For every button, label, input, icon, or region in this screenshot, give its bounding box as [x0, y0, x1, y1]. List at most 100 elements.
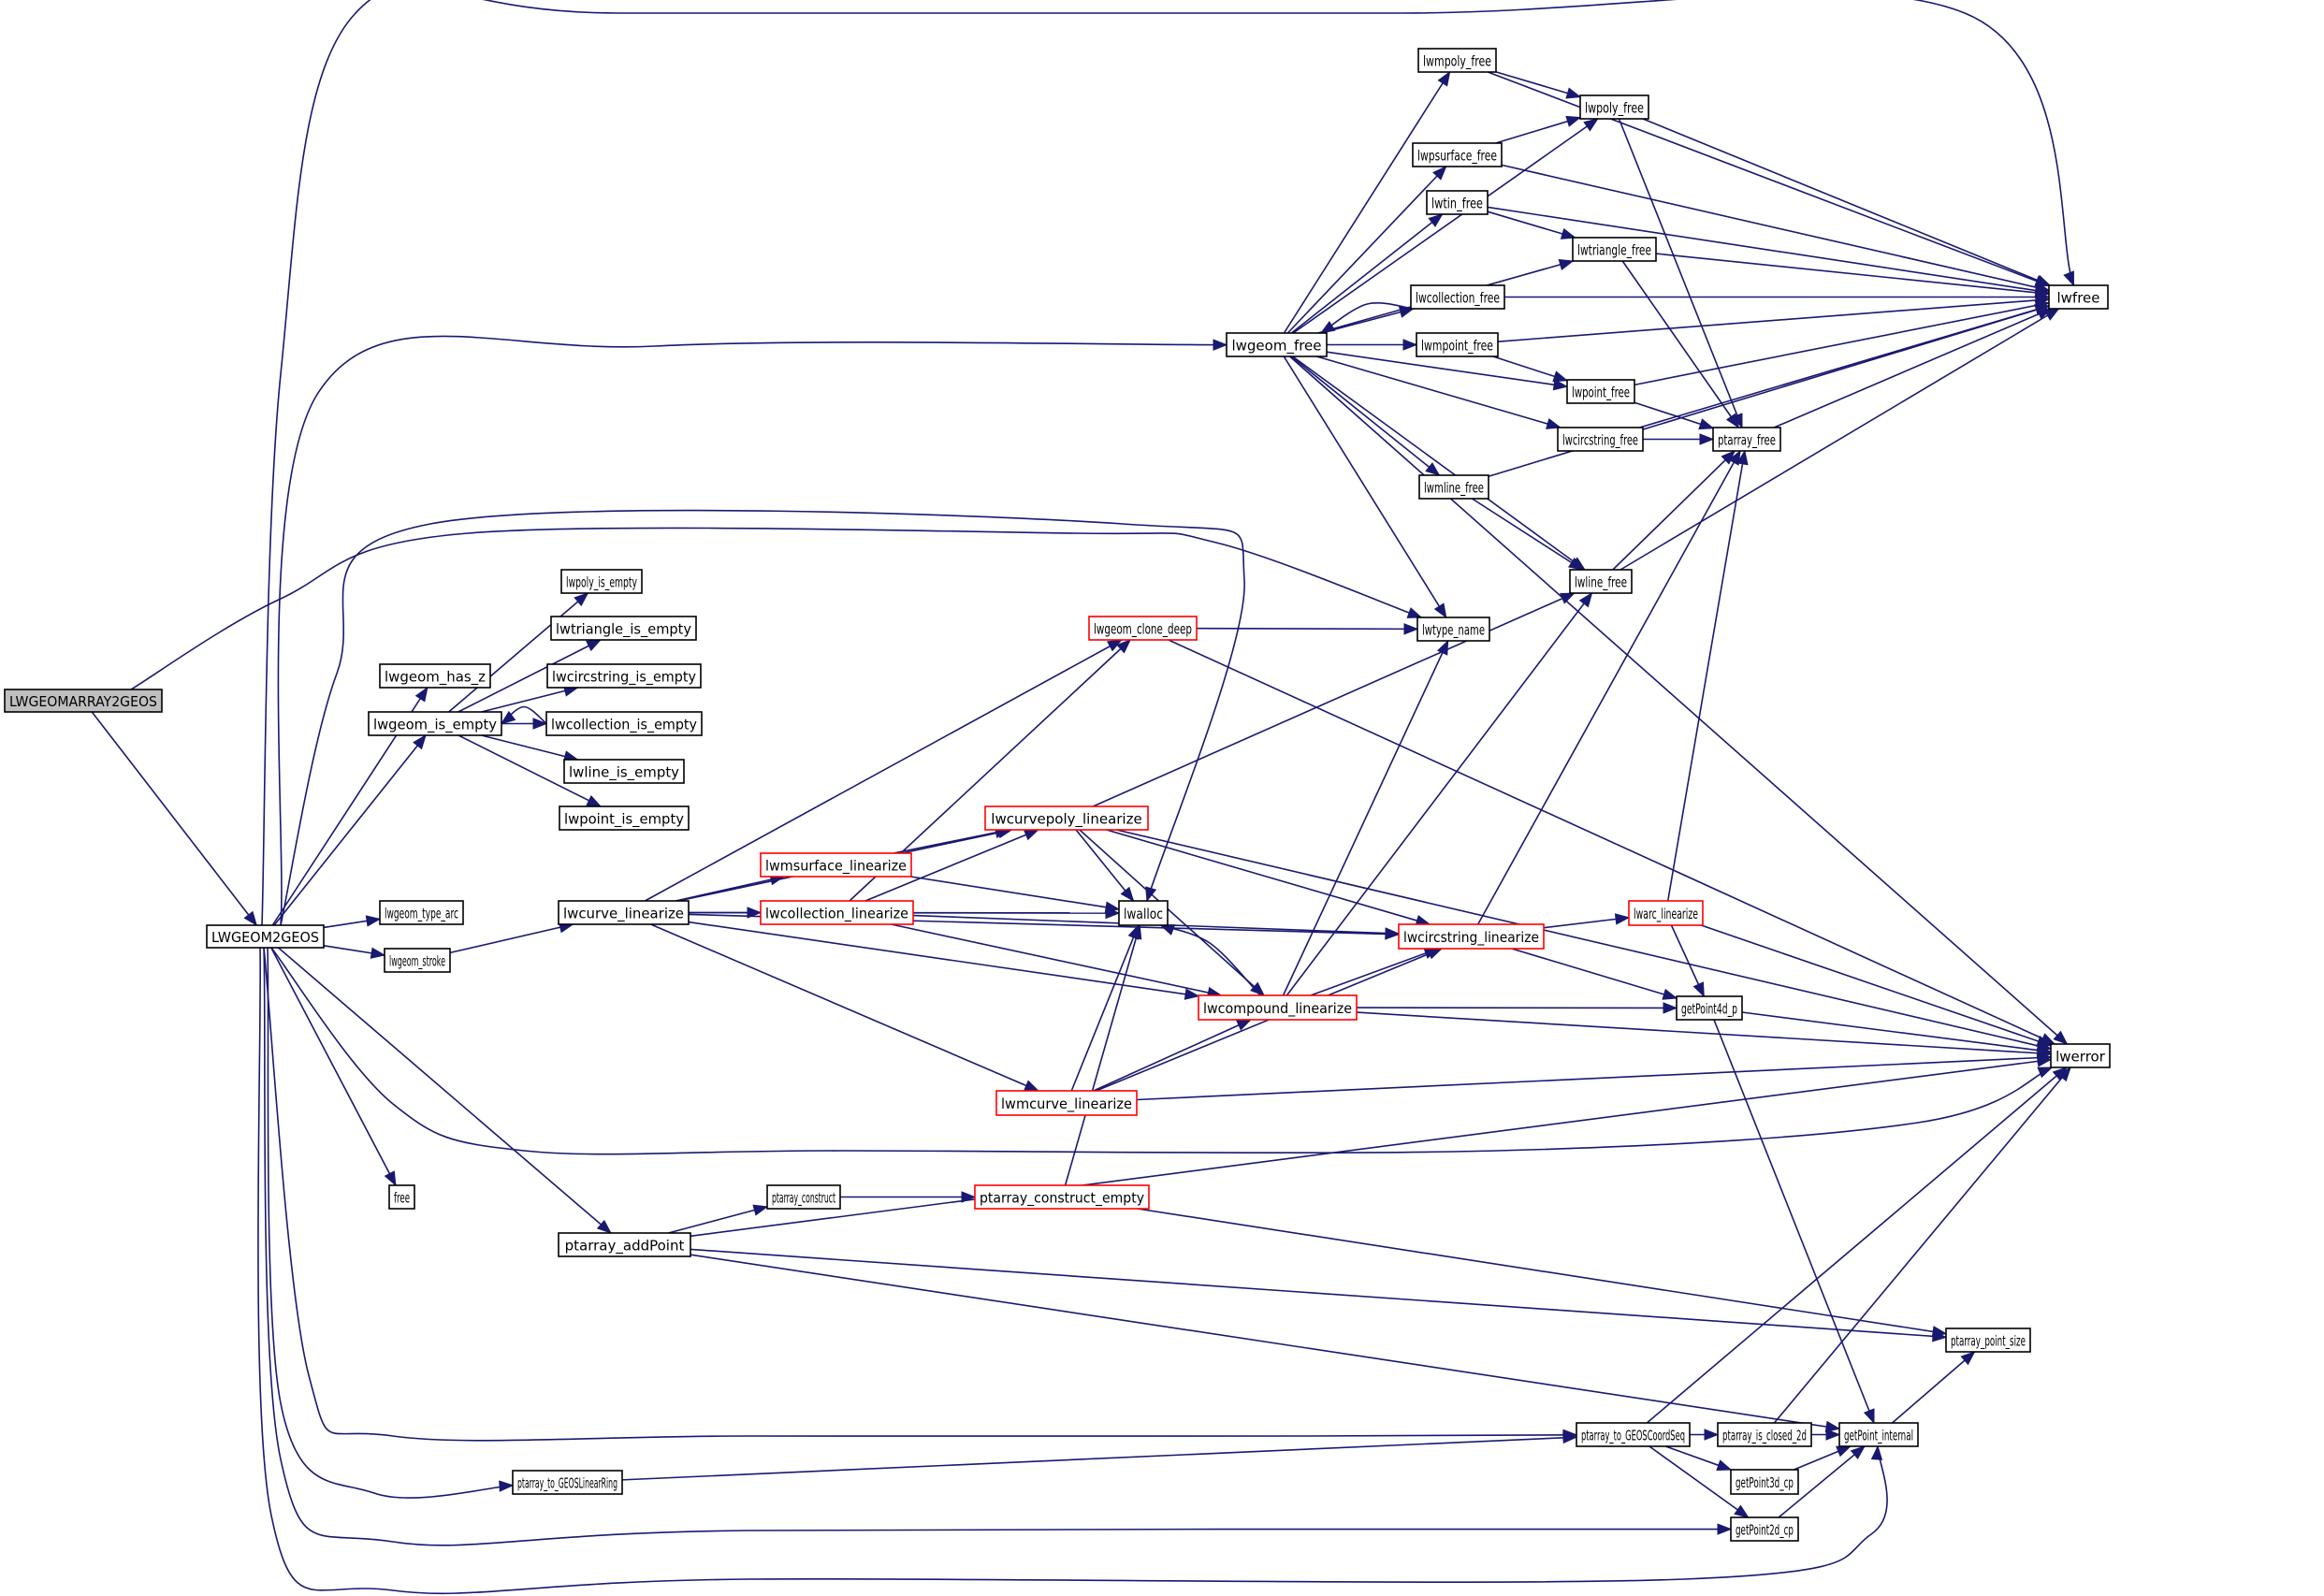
- node-lwgeom_free[interactable]: lwgeom_free: [1226, 332, 1328, 357]
- edge-LWGEOMARRAY2GEOS-to-lwtype_name: [130, 527, 1422, 690]
- node-free[interactable]: free: [388, 1184, 415, 1210]
- edge-arrowhead: [2034, 286, 2051, 298]
- node-lwgeom_clone_deep[interactable]: lwgeom_clone_deep: [1088, 616, 1198, 641]
- node-ptarray_point_size[interactable]: ptarray_point_size: [1945, 1328, 2031, 1353]
- node-lwpoly_free[interactable]: lwpoly_free: [1579, 94, 1649, 120]
- node-lwcollection_linearize[interactable]: lwcollection_linearize: [760, 900, 914, 925]
- node-lwcollection_is_empty[interactable]: lwcollection_is_empty: [545, 711, 703, 736]
- edge-arrowhead: [1824, 1420, 1841, 1433]
- node-lwpoint_free[interactable]: lwpoint_free: [1566, 379, 1635, 404]
- edge-arrowhead: [1432, 166, 1447, 181]
- node-ptarray_to_GEOSLinearRing[interactable]: ptarray_to_GEOSLinearRing: [512, 1470, 623, 1495]
- edge-lwgeom_free-to-lwtin_free: [1290, 213, 1444, 334]
- node-label: lwcircstring_is_empty: [552, 669, 696, 687]
- node-lwcircstring_is_empty[interactable]: lwcircstring_is_empty: [546, 663, 702, 689]
- node-ptarray_construct_empty[interactable]: ptarray_construct_empty: [974, 1184, 1150, 1210]
- node-lwtriangle_is_empty[interactable]: lwtriangle_is_empty: [550, 616, 697, 641]
- node-ptarray_free[interactable]: ptarray_free: [1712, 427, 1781, 452]
- edge-ptarray_addPoint-to-lwerror: [690, 1058, 2052, 1238]
- node-ptarray_addPoint[interactable]: ptarray_addPoint: [558, 1232, 691, 1257]
- node-lwpoint_is_empty[interactable]: lwpoint_is_empty: [559, 805, 690, 831]
- edges-layer: [91, 0, 2075, 1595]
- node-lwpoly_is_empty[interactable]: lwpoly_is_empty: [560, 569, 643, 594]
- edge-lwcurve_linearize-to-lwmcurve_linearize: [650, 923, 1039, 1092]
- node-getPoint2d_cp[interactable]: getPoint2d_cp: [1730, 1516, 1799, 1542]
- edge-arrowhead: [413, 733, 427, 750]
- node-label: LWGEOMARRAY2GEOS: [9, 693, 157, 710]
- edge-LWGEOM2GEOS-to-lwgeom_free: [277, 335, 1227, 926]
- node-label: lwcurvepoly_linearize: [991, 811, 1141, 829]
- edge-arrowhead: [2036, 1055, 2053, 1067]
- edge-LWGEOM2GEOS-to-lwalloc: [280, 509, 1245, 926]
- edge-lwmpoint_free-to-lwfree: [1497, 298, 2050, 342]
- node-lwfree[interactable]: lwfree: [2048, 284, 2109, 310]
- node-label: getPoint2d_cp: [1736, 1522, 1794, 1540]
- edge-lwcircstring_linearize-to-getPoint4d_p: [1511, 948, 1678, 999]
- node-lwcollection_free[interactable]: lwcollection_free: [1410, 284, 1505, 310]
- node-lwgeom_has_z[interactable]: lwgeom_has_z: [379, 663, 491, 689]
- node-lwpsurface_free[interactable]: lwpsurface_free: [1412, 142, 1503, 167]
- edge-arrowhead: [1578, 591, 1593, 608]
- node-lwmsurface_linearize[interactable]: lwmsurface_linearize: [760, 852, 912, 878]
- edge-lwgeom_free-to-lwcircstring_free: [1316, 355, 1561, 428]
- node-lwcompound_linearize[interactable]: lwcompound_linearize: [1198, 994, 1358, 1021]
- node-lwcurvepoly_linearize[interactable]: lwcurvepoly_linearize: [984, 805, 1149, 831]
- edge-lwcircstring_linearize-to-lwarc_linearize: [1543, 916, 1630, 929]
- node-lwline_is_empty[interactable]: lwline_is_empty: [563, 759, 685, 784]
- edge-ptarray_construct_empty-to-ptarray_point_size: [1137, 1208, 1947, 1335]
- node-box: [760, 852, 912, 878]
- edge-lwgeom_free-to-lwcollection_free: [1320, 308, 1414, 334]
- edge-lwarc_linearize-to-ptarray_free: [1666, 450, 1746, 902]
- node-lwmpoly_free[interactable]: lwmpoly_free: [1417, 48, 1497, 73]
- edge-arrowhead: [1403, 623, 1419, 635]
- node-box: [1416, 332, 1499, 357]
- edge-lwgeom_is_empty-to-lwcircstring_is_empty: [481, 687, 578, 713]
- node-ptarray_to_GEOSCoordSeq[interactable]: ptarray_to_GEOSCoordSeq: [1576, 1422, 1691, 1447]
- node-getPoint4d_p[interactable]: getPoint4d_p: [1676, 995, 1743, 1021]
- node-lwcurve_linearize[interactable]: lwcurve_linearize: [558, 900, 690, 925]
- edge-arrowhead: [961, 1191, 977, 1203]
- node-lwgeom_is_empty[interactable]: lwgeom_is_empty: [368, 711, 502, 736]
- edge-lwtriangle_free-to-ptarray_free: [1621, 260, 1739, 428]
- edge-arrowhead: [1425, 462, 1441, 476]
- edge-arrowhead: [1436, 639, 1449, 656]
- node-getPoint3d_cp[interactable]: getPoint3d_cp: [1730, 1469, 1799, 1495]
- node-lwalloc[interactable]: lwalloc: [1118, 900, 1169, 926]
- node-label: lwpoint_is_empty: [564, 811, 684, 829]
- node-label: lwpsurface_free: [1417, 148, 1497, 166]
- edge-lwtin_free-to-lwtriangle_free: [1487, 210, 1576, 239]
- edge-arrowhead: [1725, 413, 1740, 429]
- edge-arrowhead: [1558, 258, 1575, 270]
- node-LWGEOM2GEOS[interactable]: LWGEOM2GEOS: [206, 924, 325, 949]
- edge-lwgeom_free-to-lwline_free: [1292, 355, 1586, 571]
- node-box: [1226, 332, 1328, 357]
- node-lwtin_free[interactable]: lwtin_free: [1426, 190, 1489, 215]
- node-lwerror[interactable]: lwerror: [2050, 1043, 2111, 1068]
- node-box: [563, 759, 685, 784]
- node-lwgeom_stroke[interactable]: lwgeom_stroke: [384, 948, 451, 973]
- edge-LWGEOM2GEOS-to-getPoint2d_cp: [263, 947, 1732, 1546]
- node-lwtype_name[interactable]: lwtype_name: [1416, 617, 1490, 642]
- node-label: LWGEOM2GEOS: [211, 929, 319, 946]
- node-box: [1398, 923, 1545, 950]
- node-lwtriangle_free[interactable]: lwtriangle_free: [1572, 237, 1657, 262]
- node-lwcircstring_free[interactable]: lwcircstring_free: [1557, 427, 1644, 452]
- node-lwmpoint_free[interactable]: lwmpoint_free: [1416, 332, 1499, 357]
- node-lwmline_free[interactable]: lwmline_free: [1418, 474, 1489, 500]
- node-lwgeom_type_arc[interactable]: lwgeom_type_arc: [379, 900, 464, 925]
- node-getPoint_internal[interactable]: getPoint_internal: [1838, 1422, 1919, 1447]
- node-lwcircstring_linearize[interactable]: lwcircstring_linearize: [1398, 923, 1545, 950]
- node-label: lwmsurface_linearize: [765, 858, 907, 876]
- node-lwmcurve_linearize[interactable]: lwmcurve_linearize: [995, 1090, 1138, 1116]
- edge-lwcurvepoly_linearize-to-lwcircstring_linearize: [1106, 829, 1431, 925]
- node-lwarc_linearize[interactable]: lwarc_linearize: [1628, 900, 1704, 926]
- node-LWGEOMARRAY2GEOS[interactable]: LWGEOMARRAY2GEOS: [4, 689, 163, 713]
- node-label: lwgeom_clone_deep: [1094, 621, 1192, 639]
- node-label: lwgeom_has_z: [385, 669, 486, 687]
- node-ptarray_is_closed_2d[interactable]: ptarray_is_closed_2d: [1717, 1422, 1812, 1447]
- node-lwline_free[interactable]: lwline_free: [1569, 569, 1633, 594]
- edge-arrowhead: [1427, 948, 1444, 960]
- node-ptarray_construct[interactable]: ptarray_construct: [766, 1184, 841, 1210]
- edge-arrowhead: [1428, 213, 1444, 227]
